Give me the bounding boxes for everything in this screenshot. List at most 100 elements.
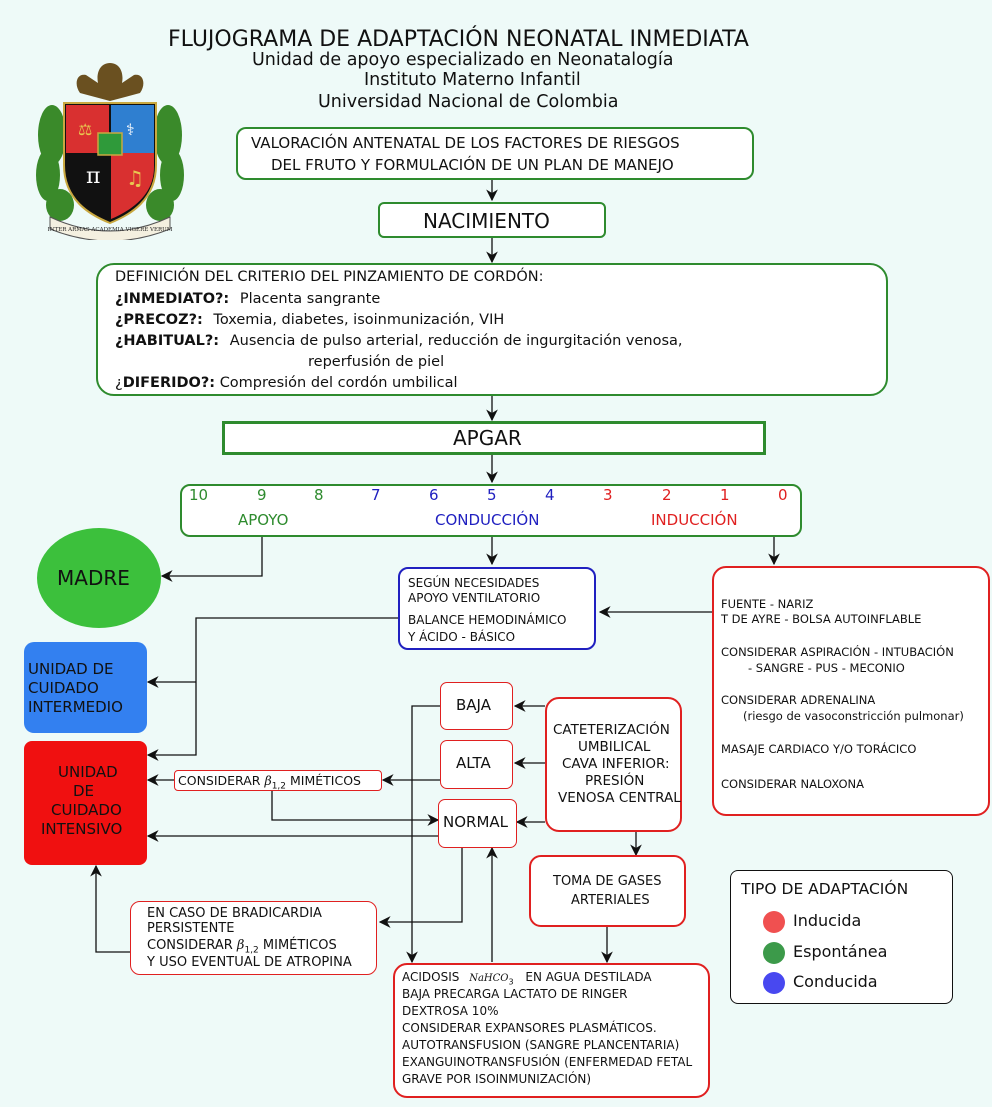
acidosis-line5: AUTOTRANSFUSION (SANGRE PLANCENTARIA) <box>402 1038 680 1052</box>
bradicardia-line2: PERSISTENTE <box>147 921 235 936</box>
bradicardia-box: EN CASO DE BRADICARDIA PERSISTENTE CONSI… <box>130 901 377 975</box>
score-8: 8 <box>314 486 324 504</box>
legend-label-espontanea: Espontánea <box>793 942 888 961</box>
valoracion-box: VALORACIÓN ANTENATAL DE LOS FACTORES DE … <box>236 127 754 180</box>
page-title: FLUJOGRAMA DE ADAPTACIÓN NEONATAL INMEDI… <box>168 27 749 52</box>
legend-dot-conducida <box>763 972 785 994</box>
legend-box: TIPO DE ADAPTACIÓN Inducida Espontánea C… <box>730 870 953 1004</box>
legend-label-conducida: Conducida <box>793 972 878 991</box>
conducida-line3: BALANCE HEMODINÁMICO <box>408 613 567 627</box>
induccion-line4: - SANGRE - PUS - MECONIO <box>748 661 905 675</box>
madre-label: MADRE <box>57 566 130 590</box>
induccion-line2: T DE AYRE - BOLSA AUTOINFLABLE <box>721 612 922 626</box>
intensivo-line2: DE <box>73 782 95 800</box>
apoyo-label: APOYO <box>238 511 289 529</box>
subtitle-institute: Instituto Materno Infantil <box>364 70 581 90</box>
inmediato-answer: Placenta sangrante <box>239 291 381 307</box>
intermedio-line1: UNIDAD DE <box>28 660 114 678</box>
score-7: 7 <box>371 486 381 504</box>
considerar-prefix: CONSIDERAR <box>178 773 261 788</box>
apgar-box: APGAR <box>222 421 766 455</box>
bradicardia-mimeticos: MIMÉTICOS <box>262 938 337 953</box>
legend-label-inducida: Inducida <box>793 911 862 930</box>
considerar-beta-box: CONSIDERAR β1,2 MIMÉTICOS <box>174 770 382 792</box>
induccion-line8: CONSIDERAR NALOXONA <box>721 777 864 791</box>
apgar-scale-box <box>180 484 802 537</box>
habitual-answer-2: reperfusión de piel <box>308 354 445 370</box>
intermedio-line3: INTERMEDIO <box>28 698 123 716</box>
cateter-line2: UMBILICAL <box>578 739 651 755</box>
svg-text:⚖: ⚖ <box>78 120 92 139</box>
presion-alta-label: ALTA <box>456 754 491 772</box>
legend-dot-espontanea <box>763 942 785 964</box>
bradicardia-line4: Y USO EVENTUAL DE ATROPINA <box>147 955 352 970</box>
svg-text:π: π <box>86 164 100 189</box>
score-9: 9 <box>257 486 267 504</box>
acidosis-box: ACIDOSIS NaHCO3 EN AGUA DESTILADA BAJA P… <box>393 963 710 1098</box>
cateter-line3: CAVA INFERIOR: <box>562 756 670 772</box>
gases-line2: ARTERIALES <box>571 893 650 908</box>
cuidado-intensivo-box: UNIDAD DE CUIDADO INTENSIVO <box>24 741 147 865</box>
cuidado-intermedio-box: UNIDAD DE CUIDADO INTERMEDIO <box>24 642 147 733</box>
intensivo-line4: INTENSIVO <box>41 820 123 838</box>
bradicardia-considerar: CONSIDERAR <box>147 938 233 953</box>
conducida-box: SEGÚN NECESIDADES APOYO VENTILATORIO BAL… <box>398 567 596 650</box>
acidosis-formula: NaHCO <box>469 973 509 984</box>
svg-text:⚕: ⚕ <box>126 120 135 139</box>
intermedio-line2: CUIDADO <box>28 679 99 697</box>
cateter-line4: PRESIÓN <box>585 773 645 789</box>
acidosis-line4: CONSIDERAR EXPANSORES PLASMÁTICOS. <box>402 1021 657 1035</box>
conduccion-label: CONDUCCIÓN <box>435 511 540 529</box>
score-0: 0 <box>778 486 788 504</box>
apgar-label: APGAR <box>453 426 522 450</box>
induccion-box: FUENTE - NARIZ T DE AYRE - BOLSA AUTOINF… <box>712 566 990 816</box>
precoz-answer: Toxemia, diabetes, isoinmunización, VIH <box>213 312 505 328</box>
conducida-line4: Y ÁCIDO - BÁSICO <box>408 630 516 644</box>
laurel-left <box>36 105 74 221</box>
score-10: 10 <box>189 486 209 504</box>
cateter-line1: CATETERIZACIÓN <box>553 722 670 738</box>
acidosis-solvent: EN AGUA DESTILADA <box>525 970 652 984</box>
acidosis-label: ACIDOSIS <box>402 970 460 984</box>
acidosis-formula-sub: 3 <box>508 977 514 987</box>
legend-title: TIPO DE ADAPTACIÓN <box>741 880 909 898</box>
beta-symbol: β <box>264 773 272 788</box>
score-4: 4 <box>545 486 555 504</box>
bradicardia-beta-symbol: β <box>236 938 245 953</box>
diferido-prefix: ¿ <box>115 375 123 391</box>
beta-subscript: 1,2 <box>271 781 287 792</box>
presion-alta-box: ALTA <box>440 740 513 789</box>
gases-box: TOMA DE GASES ARTERIALES <box>529 855 686 927</box>
presion-baja-box: BAJA <box>440 682 513 730</box>
induccion-line6: (riesgo de vasoconstricción pulmonar) <box>743 709 964 723</box>
intensivo-line3: CUIDADO <box>51 801 122 819</box>
cateterizacion-box: CATETERIZACIÓN UMBILICAL CAVA INFERIOR: … <box>545 697 682 832</box>
score-5: 5 <box>487 486 497 504</box>
score-1: 1 <box>720 486 730 504</box>
induccion-line1: FUENTE - NARIZ <box>721 597 814 611</box>
pinzamiento-box: DEFINICIÓN DEL CRITERIO DEL PINZAMIENTO … <box>96 263 888 396</box>
nacimiento-box: NACIMIENTO <box>378 202 606 238</box>
intensivo-line1: UNIDAD <box>58 763 118 781</box>
considerar-suffix: MIMÉTICOS <box>290 773 361 788</box>
precoz-question: ¿PRECOZ?: <box>115 312 203 328</box>
diferido-question: DIFERIDO?: <box>122 375 216 391</box>
induccion-line7: MASAJE CARDIACO Y/O TORÁCICO <box>721 742 917 756</box>
acidosis-line7: GRAVE POR ISOINMUNIZACIÓN) <box>402 1072 592 1086</box>
acidosis-line3: DEXTROSA 10% <box>402 1004 499 1018</box>
subtitle-unit: Unidad de apoyo especializado en Neonata… <box>252 50 674 70</box>
condor <box>76 63 144 101</box>
score-6: 6 <box>429 486 439 504</box>
subtitle-university: Universidad Nacional de Colombia <box>318 92 619 112</box>
crest-motto: INTER ARMAS ACADEMIA VIGERE VERUM <box>48 227 173 233</box>
conducida-line1: SEGÚN NECESIDADES <box>408 576 540 590</box>
diferido-answer: Compresión del cordón umbilical <box>219 375 458 391</box>
acidosis-line6: EXANGUINOTRANSFUSIÓN (ENFERMEDAD FETAL <box>402 1055 693 1069</box>
bradicardia-line1: EN CASO DE BRADICARDIA <box>147 906 322 921</box>
gases-line1: TOMA DE GASES <box>553 874 662 889</box>
induccion-line3: CONSIDERAR ASPIRACIÓN - INTUBACIÓN <box>721 645 954 659</box>
habitual-question: ¿HABITUAL?: <box>115 333 220 349</box>
svg-text:♫: ♫ <box>126 166 144 190</box>
legend-dot-inducida <box>763 911 785 933</box>
